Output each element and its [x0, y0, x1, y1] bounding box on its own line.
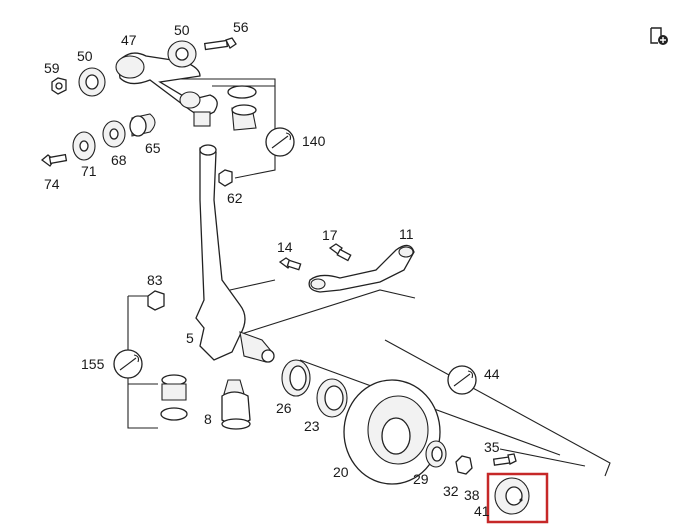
- label-65: 65: [145, 140, 161, 156]
- label-50-right: 50: [174, 22, 190, 38]
- label-35: 35: [484, 439, 500, 455]
- label-11: 11: [399, 226, 414, 242]
- label-50-left: 50: [77, 48, 93, 64]
- label-23: 23: [304, 418, 320, 434]
- bolt-17: [328, 243, 352, 262]
- label-56: 56: [233, 19, 249, 35]
- nut-62: [218, 169, 233, 187]
- label-44: 44: [484, 366, 500, 382]
- brake-disc-20: [343, 379, 441, 485]
- label-74: 74: [44, 176, 60, 192]
- label-41: 41: [474, 503, 490, 519]
- label-59: 59: [44, 60, 60, 76]
- label-155: 155: [81, 356, 105, 372]
- upper-control-arm: [115, 52, 218, 119]
- label-20: 20: [333, 464, 349, 480]
- bolt-14: [278, 257, 302, 271]
- wrench-icon-155: [113, 349, 143, 379]
- nut-32: [455, 455, 473, 475]
- label-32: 32: [443, 483, 459, 499]
- bolt-74: [40, 153, 68, 167]
- steering-knuckle-5: [195, 144, 275, 363]
- bushing-50-right: [167, 40, 197, 68]
- bushing-68: [102, 120, 126, 148]
- label-83: 83: [147, 272, 163, 288]
- nut-59: [51, 77, 67, 95]
- bearing-23: [316, 378, 348, 418]
- add-page-icon[interactable]: [648, 25, 670, 47]
- seal-26: [281, 359, 311, 397]
- nut-83: [147, 290, 165, 311]
- label-38: 38: [464, 487, 480, 503]
- bolt-56: [203, 37, 237, 51]
- label-5: 5: [186, 330, 194, 346]
- part-labels: 59 50 47 50 56 140 68 65 71 74 62 14 17 …: [44, 19, 500, 519]
- bushing-155-group: [160, 374, 188, 421]
- ball-joint-upper: [193, 85, 257, 131]
- bushing-71: [72, 131, 96, 161]
- bushing-50-left: [78, 67, 106, 97]
- label-29: 29: [413, 471, 429, 487]
- wrench-icon-44: [447, 365, 477, 395]
- label-62: 62: [227, 190, 243, 206]
- label-71: 71: [81, 163, 97, 179]
- steering-arm-11: [308, 244, 415, 293]
- bushing-65: [129, 113, 156, 137]
- label-47: 47: [121, 32, 137, 48]
- label-8: 8: [204, 411, 212, 427]
- highlight-box[interactable]: [486, 472, 549, 524]
- leader-lines: [127, 78, 611, 477]
- ball-joint-8: [221, 379, 251, 430]
- label-140: 140: [302, 133, 326, 149]
- label-26: 26: [276, 400, 292, 416]
- label-17: 17: [322, 227, 338, 243]
- bolt-35: [492, 453, 517, 466]
- wrench-icon-140: [265, 127, 295, 157]
- hub-cap-41: [494, 477, 530, 515]
- label-14: 14: [277, 239, 293, 255]
- label-68: 68: [111, 152, 127, 168]
- bearing-29: [425, 440, 447, 468]
